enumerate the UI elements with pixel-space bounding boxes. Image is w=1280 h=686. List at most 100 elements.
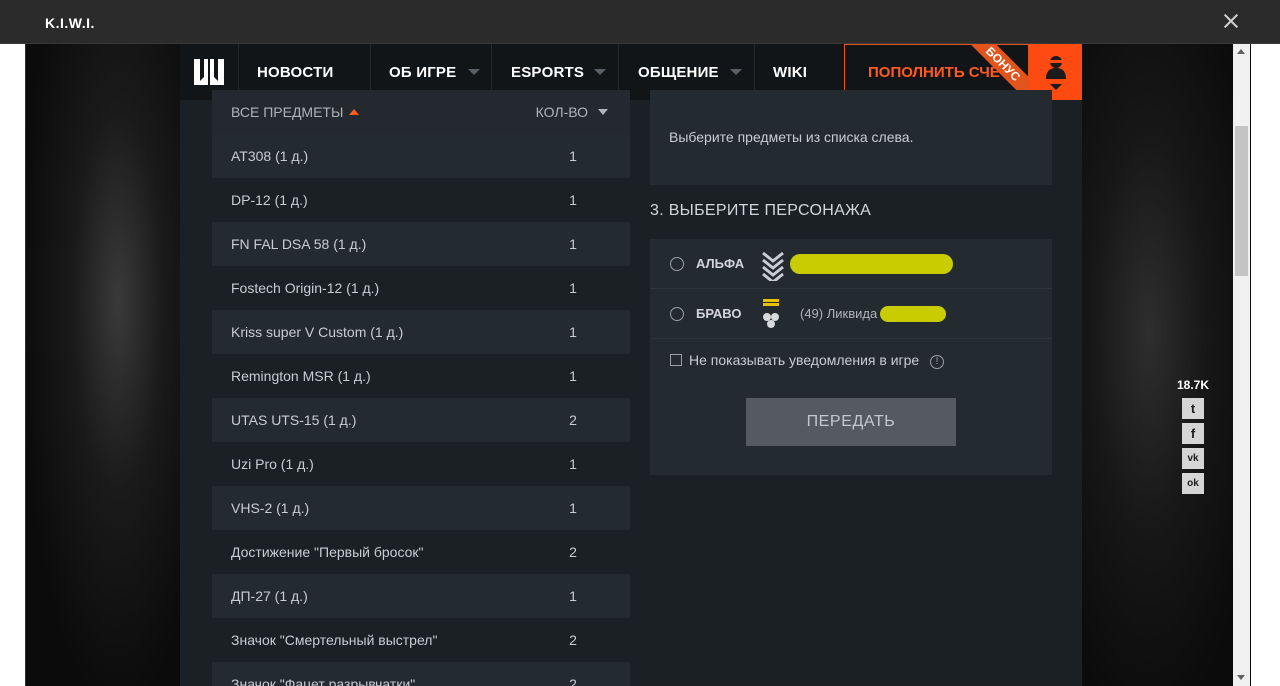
sort-all-items-header[interactable]: ВСЕ ПРЕДМЕТЫ xyxy=(231,104,360,120)
hide-notifications-checkbox[interactable] xyxy=(670,354,682,366)
vk-icon[interactable]: vk xyxy=(1182,448,1204,469)
window-titlebar: K.I.W.I. xyxy=(0,0,1280,44)
item-name: VHS-2 (1 д.) xyxy=(231,500,310,516)
nav-item-label: НОВОСТИ xyxy=(257,63,334,81)
share-widget: 18.7K t f vk ok xyxy=(1172,378,1214,494)
twitter-icon[interactable]: t xyxy=(1182,398,1204,419)
item-name: Значок "Смертельный выстрел" xyxy=(231,632,438,648)
nav-separator xyxy=(754,44,755,100)
nav-item-label: ОБЩЕНИЕ xyxy=(638,63,719,81)
table-row[interactable]: Значок "Фацет разрывчатки" 2 xyxy=(212,662,630,686)
table-row[interactable]: Uzi Pro (1 д.)1 xyxy=(212,442,630,486)
nav-separator xyxy=(370,44,371,100)
nav-item-about[interactable]: ОБ ИГРЕ xyxy=(389,44,456,100)
background-art-right xyxy=(1081,44,1251,686)
item-name: UTAS UTS-15 (1 д.) xyxy=(231,412,357,428)
table-row[interactable]: ДП-27 (1 д.) 1 xyxy=(212,574,630,618)
scroll-up-arrow-icon[interactable] xyxy=(1237,49,1245,54)
item-name: DP-12 (1 д.) xyxy=(231,192,308,208)
nav-item-news[interactable]: НОВОСТИ xyxy=(257,44,333,100)
item-name: Значок "Фацет разрывчатки" xyxy=(231,676,416,686)
character-list: АЛЬФА БРАВО (49) Ликвида Не xyxy=(650,239,1052,475)
table-row[interactable]: AT308 (1 д.) 1 xyxy=(212,134,630,178)
nav-item-label: ESPORTS xyxy=(511,63,585,81)
item-qty: 2 xyxy=(569,412,577,428)
item-qty: 2 xyxy=(569,632,577,648)
window-title: K.I.W.I. xyxy=(45,15,95,31)
sort-asc-icon xyxy=(349,109,360,115)
chevron-down-icon[interactable] xyxy=(594,69,606,75)
item-name: Kriss super V Custom (1 д.) xyxy=(231,324,404,340)
main-navigation: НОВОСТИ ОБ ИГРЕ ESPORTS ОБЩЕНИЕ WIKI ПОП… xyxy=(180,44,1082,100)
nav-item-wiki[interactable]: WIKI xyxy=(773,44,807,100)
nav-item-community[interactable]: ОБЩЕНИЕ xyxy=(638,44,719,100)
game-logo[interactable] xyxy=(180,44,238,100)
redaction-mark xyxy=(790,254,953,274)
item-qty: 1 xyxy=(569,500,577,516)
item-qty: 1 xyxy=(569,324,577,340)
scroll-down-arrow-icon[interactable] xyxy=(1237,675,1245,680)
item-name: Remington MSR (1 д.) xyxy=(231,368,371,384)
chevron-down-icon xyxy=(1049,84,1062,90)
table-header: ВСЕ ПРЕДМЕТЫ КОЛ-ВО xyxy=(212,90,630,134)
nav-item-esports[interactable]: ESPORTS xyxy=(511,44,584,100)
step-three-title: 3. ВЫБЕРИТЕ ПЕРСОНАЖА xyxy=(650,202,872,219)
transfer-button[interactable]: ПЕРЕДАТЬ xyxy=(746,398,956,446)
window-edge-right xyxy=(1250,44,1280,686)
character-option-bravo[interactable]: БРАВО (49) Ликвида xyxy=(650,289,1052,339)
chevron-down-icon[interactable] xyxy=(468,69,480,75)
character-radio[interactable] xyxy=(670,307,684,321)
top-up-label: ПОПОЛНИТЬ СЧЕТ xyxy=(868,63,1009,81)
redaction-mark xyxy=(880,306,946,322)
selected-items-panel: Выберите предметы из списка слева. xyxy=(650,90,1052,185)
selection-hint: Выберите предметы из списка слева. xyxy=(669,129,914,145)
table-row[interactable]: DP-12 (1 д.)1 xyxy=(212,178,630,222)
odnoklassniki-icon[interactable]: ok xyxy=(1182,473,1204,494)
item-qty: 1 xyxy=(569,236,577,252)
chevron-down-icon[interactable] xyxy=(730,69,742,75)
share-count: 18.7K xyxy=(1176,378,1210,392)
table-row[interactable]: Kriss super V Custom (1 д.) 1 xyxy=(212,310,630,354)
item-qty: 1 xyxy=(569,148,577,164)
scrollbar-thumb[interactable] xyxy=(1235,126,1248,276)
nav-separator xyxy=(238,44,239,100)
item-qty: 1 xyxy=(569,588,577,604)
item-name: AT308 (1 д.) xyxy=(231,148,309,164)
character-radio[interactable] xyxy=(670,257,684,271)
table-row[interactable]: FN FAL DSA 58 (1 д.)1 xyxy=(212,222,630,266)
item-name: Достижение "Первый бросок" xyxy=(231,544,424,560)
table-row[interactable]: Remington MSR (1 д.) 1 xyxy=(212,354,630,398)
item-qty: 2 xyxy=(569,544,577,560)
close-icon[interactable] xyxy=(1222,12,1240,30)
browser-viewport: НОВОСТИ ОБ ИГРЕ ESPORTS ОБЩЕНИЕ WIKI ПОП… xyxy=(25,44,1251,686)
sort-quantity-header[interactable]: КОЛ-ВО xyxy=(535,104,588,120)
hide-notifications-label: Не показывать уведомления в игре xyxy=(689,352,920,368)
vertical-scrollbar[interactable] xyxy=(1233,44,1250,686)
info-icon[interactable]: ! xyxy=(930,355,944,369)
item-qty: 1 xyxy=(569,368,577,384)
nav-separator xyxy=(618,44,619,100)
column-header-label: ВСЕ ПРЕДМЕТЫ xyxy=(231,104,344,120)
nav-item-label: WIKI xyxy=(773,63,808,81)
item-qty: 1 xyxy=(569,280,577,296)
nav-separator xyxy=(491,44,492,100)
table-row[interactable]: Значок "Смертельный выстрел" 2 xyxy=(212,618,630,662)
character-option-alpha[interactable]: АЛЬФА xyxy=(650,239,1052,289)
table-row[interactable]: Достижение "Первый бросок" 2 xyxy=(212,530,630,574)
item-qty: 2 xyxy=(569,676,577,686)
table-row[interactable]: Fostech Origin-12 (1 д.) 1 xyxy=(212,266,630,310)
table-row[interactable]: VHS-2 (1 д.) 1 xyxy=(212,486,630,530)
rank-star-medal-icon xyxy=(763,299,779,328)
sort-desc-icon[interactable] xyxy=(598,109,608,115)
window-edge-left xyxy=(0,44,25,686)
item-name: ДП-27 (1 д.) xyxy=(231,588,308,604)
character-name: (49) Ликвида xyxy=(800,306,878,321)
item-name: Fostech Origin-12 (1 д.) xyxy=(231,280,380,296)
background-art-left xyxy=(26,44,180,686)
facebook-icon[interactable]: f xyxy=(1182,423,1204,444)
items-table: ВСЕ ПРЕДМЕТЫ КОЛ-ВО AT308 (1 д.) 1 DP-12 … xyxy=(212,90,630,686)
rank-chevrons-icon xyxy=(762,251,784,281)
nav-item-label: ОБ ИГРЕ xyxy=(389,63,457,81)
server-name: АЛЬФА xyxy=(696,256,745,271)
table-row[interactable]: UTAS UTS-15 (1 д.) 2 xyxy=(212,398,630,442)
